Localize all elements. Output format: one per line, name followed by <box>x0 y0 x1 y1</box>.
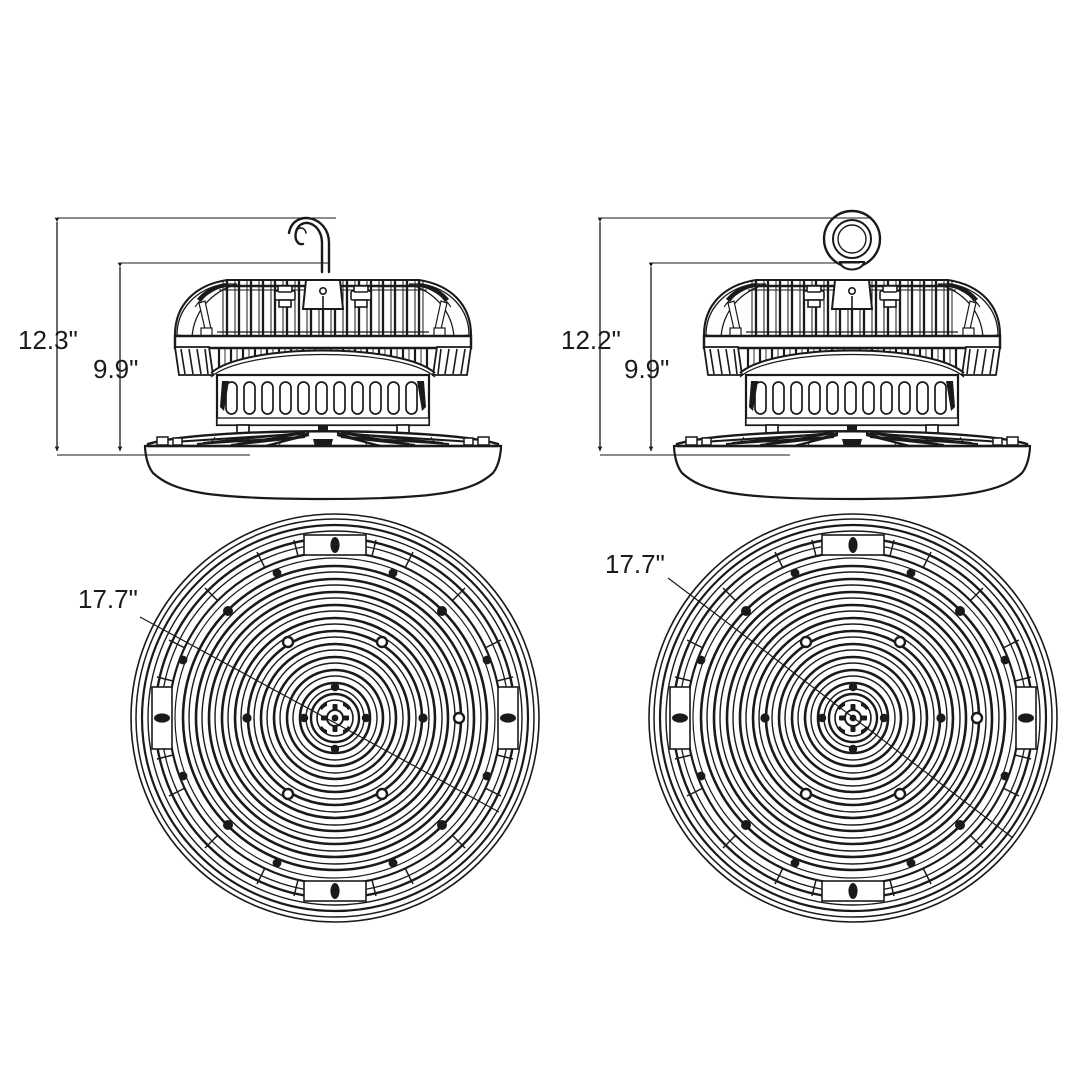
left-bottom-plan-view: 17.7" <box>78 512 541 924</box>
right-side-elevation-view: 12.2" 9.9" <box>561 209 1032 501</box>
dimension-label-overall-height-right: 12.2" <box>561 325 621 355</box>
eyelet-ring-mount-icon <box>822 209 882 271</box>
j-hook-mount-icon <box>287 216 331 274</box>
dimension-label-overall-height-left: 12.3" <box>18 325 78 355</box>
left-side-elevation-view: 12.3" 9.9" <box>18 216 503 501</box>
dimension-label-diameter-left: 17.7" <box>78 584 138 614</box>
dimension-fixture-height-left: 9.9" <box>93 262 330 456</box>
dimension-diameter-left: 17.7" <box>78 584 500 813</box>
plan-view-left <box>129 512 541 924</box>
dimension-overall-height-right: 12.2" <box>561 217 870 456</box>
dimension-label-diameter-right: 17.7" <box>605 549 665 579</box>
dimension-diameter-right: 17.7" <box>605 549 1014 839</box>
dimension-label-fixture-height-right: 9.9" <box>624 354 669 384</box>
dimension-label-fixture-height-left: 9.9" <box>93 354 138 384</box>
dimension-overall-height-left: 12.3" <box>18 217 336 456</box>
right-bottom-plan-view: 17.7" <box>605 512 1059 924</box>
dimension-fixture-height-right: 9.9" <box>624 262 860 456</box>
